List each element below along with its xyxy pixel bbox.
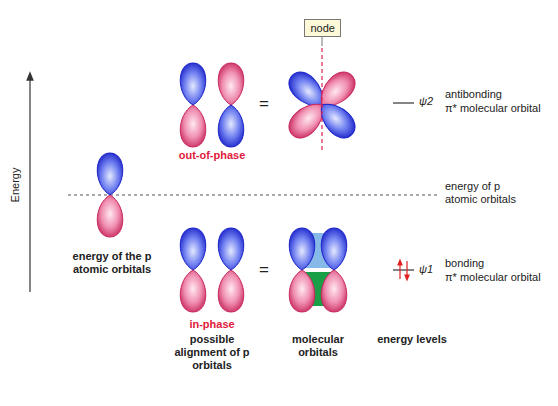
text-label: possible alignment of p orbitals	[165, 333, 260, 373]
text-label: antibonding	[445, 88, 502, 101]
callout-box: node	[304, 19, 341, 37]
bonding-orbital	[289, 228, 347, 312]
text-label: Energy	[9, 168, 22, 203]
leader-line	[322, 37, 323, 46]
text-label: in-phase	[189, 318, 234, 331]
electron-up	[399, 262, 400, 279]
text-label: energy of the p atomic orbitals	[62, 250, 162, 276]
energy-reference-line	[68, 195, 440, 196]
energy-axis	[29, 76, 30, 292]
out-of-phase-orbitals	[180, 63, 244, 147]
in-phase-orbitals	[180, 228, 244, 312]
nodal-plane	[321, 48, 322, 152]
text-label: out-of-phase	[179, 149, 246, 162]
text-label: energy of p atomic orbitals	[445, 180, 530, 206]
text-label: ψ2	[419, 95, 433, 108]
callout-text: node	[311, 22, 334, 35]
p-atomic-orbital	[97, 153, 123, 237]
text-label: molecular orbitals	[278, 333, 358, 359]
text-label: π* molecular orbital	[445, 271, 541, 284]
text-label: π* molecular orbital	[445, 102, 541, 115]
text-label: =	[259, 261, 269, 278]
energy-level	[393, 102, 414, 103]
text-label: bonding	[445, 257, 484, 270]
text-label: energy levels	[377, 333, 447, 346]
energy-level	[393, 269, 414, 270]
text-label: =	[259, 95, 269, 112]
electron-down	[406, 261, 407, 278]
text-label: ψ1	[419, 263, 433, 276]
